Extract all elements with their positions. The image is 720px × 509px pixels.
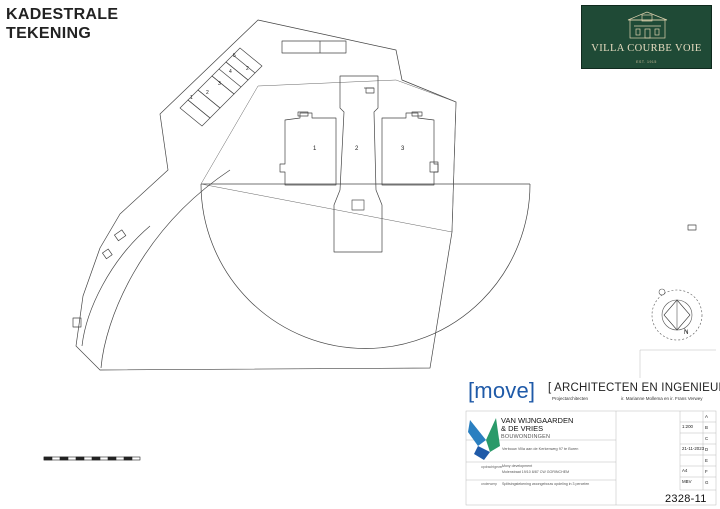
firm-title: [ ARCHITECTEN EN INGENIEURS [548,382,720,394]
drawing-number: 2328-11 [665,493,707,505]
scale-value: 1:200 [682,424,693,429]
north-arrow [651,288,703,341]
parking-label: 3 [218,81,221,87]
building-3 [381,112,439,186]
villa-logo: VILLA COURBE VOIE EST. 1915 [581,5,712,69]
page-title: KADESTRALE TEKENING [6,5,118,43]
firm-move-word: [move] [468,378,536,403]
client-address: Molenstraat 19/10 8/87 CW GORINCHEM [502,470,570,474]
top-strip [281,40,347,54]
firm-header: [move] [ ARCHITECTEN EN INGENIEURS Proje… [468,378,720,406]
north-letter: N [684,330,689,336]
format-value: A4 [682,468,688,473]
client-name: Moxy development [502,464,533,468]
corridor-2 [333,75,383,253]
rev-letter: F [705,469,708,474]
building-1 [279,112,337,186]
parking-label: 5 [233,53,236,59]
developer-name-2: & DE VRIES [501,424,544,433]
fan-area [200,79,457,233]
project-title: Verbouw Villa aan de Kerkenweg 97 te Bur… [502,447,579,451]
road-edge-line-2 [81,225,151,347]
firm-names: ir. Marianne Mollema en ir. Frans Verwey [621,396,703,401]
courtyard-arc [200,183,531,349]
villa-logo-name: VILLA COURBE VOIE [591,43,702,54]
title-line-1: KADESTRALE [6,6,119,23]
rev-letter: G [705,480,709,485]
parking-label: 1 [190,95,193,101]
firm-subtitle: Projectarchitecten [552,396,589,401]
content-text: Splitsingstekening woongebouw opdeling i… [502,482,590,486]
plot-label-2: 2 [355,146,359,152]
date-value: 21-11-2023 [682,446,705,451]
developer-name-1: VAN WIJNGAARDEN [501,416,574,425]
title-line-2: TEKENING [6,25,92,42]
rev-letter: E [705,458,708,463]
client-label: opdrachtgever [481,465,503,469]
developer-brand: VAN WIJNGAARDEN & DE VRIES BOUWONDINGEN [501,417,573,441]
parking-block [179,47,263,127]
developer-logo-icon [468,418,500,460]
rev-letter: C [705,436,709,441]
rev-letter: D [705,447,709,452]
developer-tagline: BOUWONDINGEN [501,434,551,440]
plot-label-3: 3 [401,146,405,152]
title-block-frame [465,349,717,506]
content-label: onderwerp [481,482,498,486]
rev-letter: B [705,425,708,430]
villa-logo-established: EST. 1915 [636,60,657,64]
parking-label: 4 [229,69,232,75]
parking-label: 2 [206,90,209,96]
parking-label: 2 [246,66,249,72]
villa-house-icon [627,11,668,39]
entrance [351,199,365,211]
drawn-by-value: MBV [682,479,692,484]
plot-label-1: 1 [313,146,317,152]
rev-letter: A [705,414,708,419]
parcel-outline [75,19,457,371]
scale-bar [43,456,141,461]
road-edge-line [100,169,231,369]
